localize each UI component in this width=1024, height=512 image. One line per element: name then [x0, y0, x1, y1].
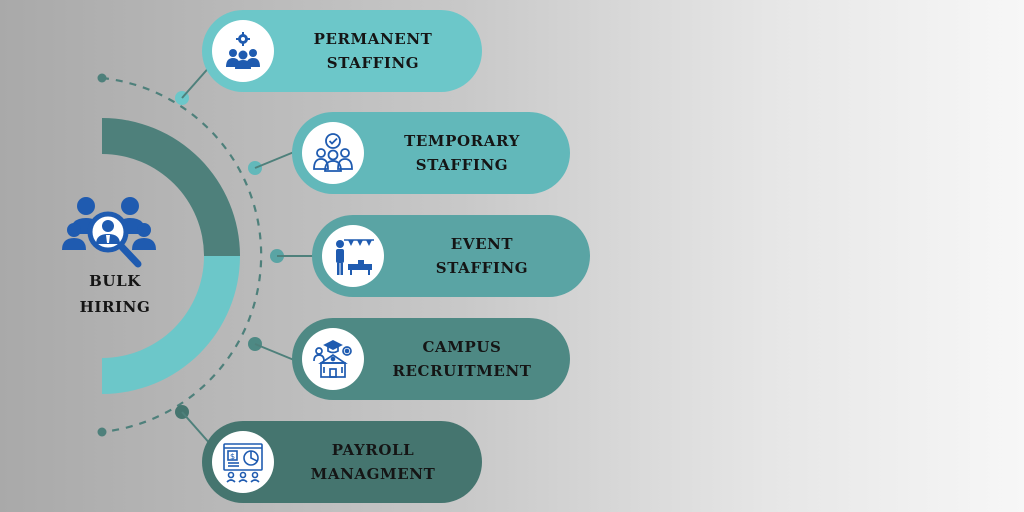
- service-label-line1: PAYROLL: [331, 441, 415, 459]
- service-icon-circle: [322, 225, 384, 287]
- service-label-line1: TEMPORARY: [404, 132, 520, 150]
- center-title-line1: BULK: [89, 272, 141, 290]
- svg-text:$: $: [230, 452, 235, 461]
- service-label: TEMPORARY STAFFING: [374, 112, 550, 194]
- service-label-line1: PERMANENT: [313, 30, 433, 48]
- service-label-line1: CAMPUS: [422, 338, 502, 356]
- center-title-line2: HIRING: [79, 298, 151, 316]
- service-label-line2: RECRUITMENT: [392, 362, 532, 380]
- service-permanent-staffing: PERMANENT STAFFING: [202, 10, 482, 92]
- arc-lower-segment: [102, 256, 240, 394]
- service-icon-circle: $: [212, 431, 274, 493]
- service-icon-circle: [302, 122, 364, 184]
- service-label-line1: EVENT: [450, 235, 514, 253]
- payroll-dashboard-icon: $: [223, 443, 263, 483]
- service-label-line2: MANAGMENT: [310, 465, 436, 483]
- service-label-line2: STAFFING: [326, 54, 420, 72]
- service-payroll-managment: $ PAYROLL MANAGMENT: [202, 421, 482, 503]
- service-label-line2: STAFFING: [415, 156, 509, 174]
- recruitment-search-icon: [62, 188, 158, 280]
- service-label: PAYROLL MANAGMENT: [284, 421, 462, 503]
- arc-end-dot-bottom: [97, 427, 107, 437]
- event-presenter-icon: [336, 239, 374, 275]
- service-label: CAMPUS RECRUITMENT: [374, 318, 550, 400]
- service-icon-circle: [302, 328, 364, 390]
- campus-graduation-icon: [313, 340, 352, 378]
- team-gear-icon: [226, 32, 260, 69]
- center-title: BULK HIRING: [60, 268, 170, 320]
- arc-upper-segment: [102, 118, 240, 256]
- service-temporary-staffing: TEMPORARY STAFFING: [292, 112, 570, 194]
- arc-end-dot-top: [97, 73, 107, 83]
- service-label: PERMANENT STAFFING: [284, 10, 462, 92]
- group-check-icon: [313, 133, 353, 172]
- service-event-staffing: EVENT STAFFING: [312, 215, 590, 297]
- service-label-line2: STAFFING: [435, 259, 529, 277]
- service-label: EVENT STAFFING: [394, 215, 570, 297]
- service-campus-recruitment: CAMPUS RECRUITMENT: [292, 318, 570, 400]
- service-icon-circle: [212, 20, 274, 82]
